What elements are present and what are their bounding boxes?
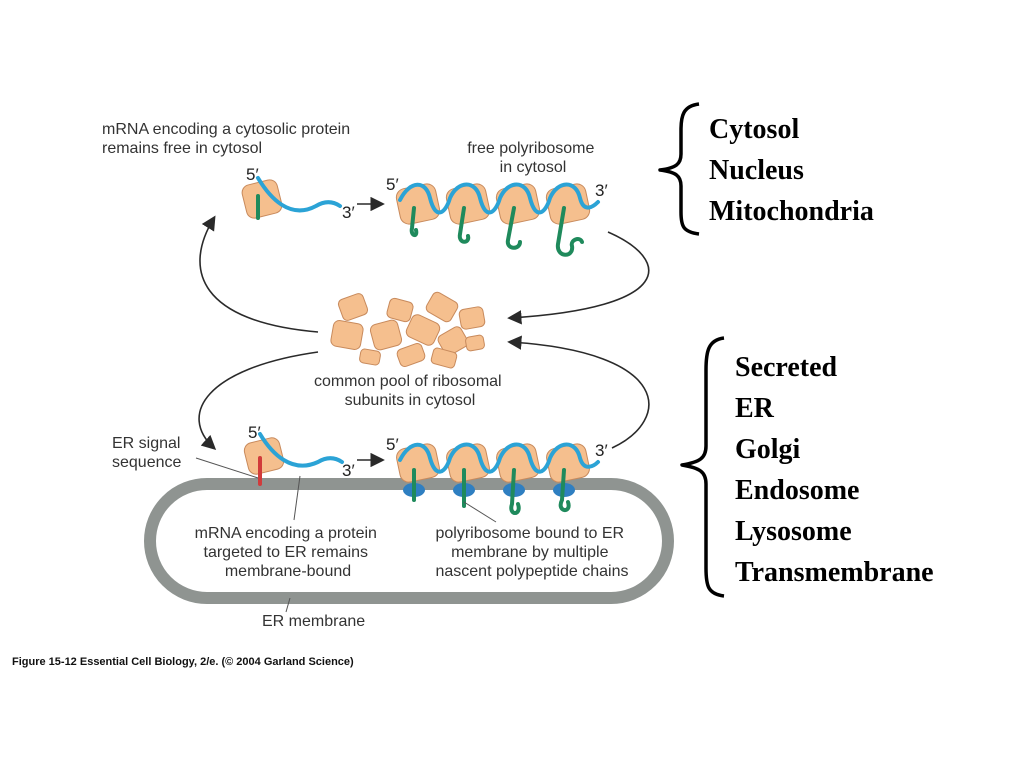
destination-lysosome: Lysosome [735,516,852,547]
er-destination-list: Secreted ER Golgi Endosome Lysosome Tran… [735,347,934,593]
arrow-free-to-pool [507,231,650,325]
destination-secreted: Secreted [735,352,838,383]
arrow-er-to-pool [507,335,650,449]
label-bound-polyribosome: polyribosome bound to ER membrane by mul… [435,525,628,580]
label-common-pool: common pool of ribosomal subunits in cyt… [314,373,506,409]
leader-er-signal [195,457,259,479]
label-membrane-bound-mrna: mRNA encoding a protein targeted to ER r… [195,525,382,580]
label-5prime-bound: 5′ [386,435,399,454]
label-er-signal-sequence: ER signal sequence [112,435,185,471]
label-3prime-poly: 3′ [595,181,608,200]
destination-nucleus: Nucleus [709,155,804,186]
figure-caption: Figure 15-12 Essential Cell Biology, 2/e… [12,656,354,668]
er-ribosome-initiating [243,432,344,486]
label-5prime-top: 5′ [246,165,259,184]
leader-membrane-bound-mrna [293,475,301,521]
brace-er [680,336,725,598]
free-polyribosome [395,182,600,257]
ribosomal-subunit-pool [330,291,486,369]
destination-golgi: Golgi [735,434,801,465]
label-free-polyribosome: free polyribosome in cytosol [467,140,599,176]
brace-cytosolic [658,102,700,236]
arrow-pool-to-er [198,351,319,450]
label-3prime-er: 3′ [342,461,355,480]
destination-transmembrane: Transmembrane [735,557,934,588]
destination-mitochondria: Mitochondria [709,196,874,227]
label-er-membrane: ER membrane [262,613,365,630]
free-ribosome-initiating [241,176,342,220]
leader-er-membrane [285,597,291,613]
leader-bound-polyribosome [463,501,497,523]
destination-er: ER [735,393,774,424]
destination-endosome: Endosome [735,475,860,506]
label-5prime-poly: 5′ [386,175,399,194]
label-3prime-bound: 3′ [595,441,608,460]
label-cytosolic-mrna: mRNA encoding a cytosolic protein remain… [102,121,355,157]
label-3prime-top: 3′ [342,203,355,222]
arrow-pool-to-free [199,215,319,333]
label-5prime-er: 5′ [248,423,261,442]
cytosolic-destination-list: Cytosol Nucleus Mitochondria [709,109,874,232]
destination-cytosol: Cytosol [709,114,800,145]
er-bound-polyribosome [396,442,600,515]
